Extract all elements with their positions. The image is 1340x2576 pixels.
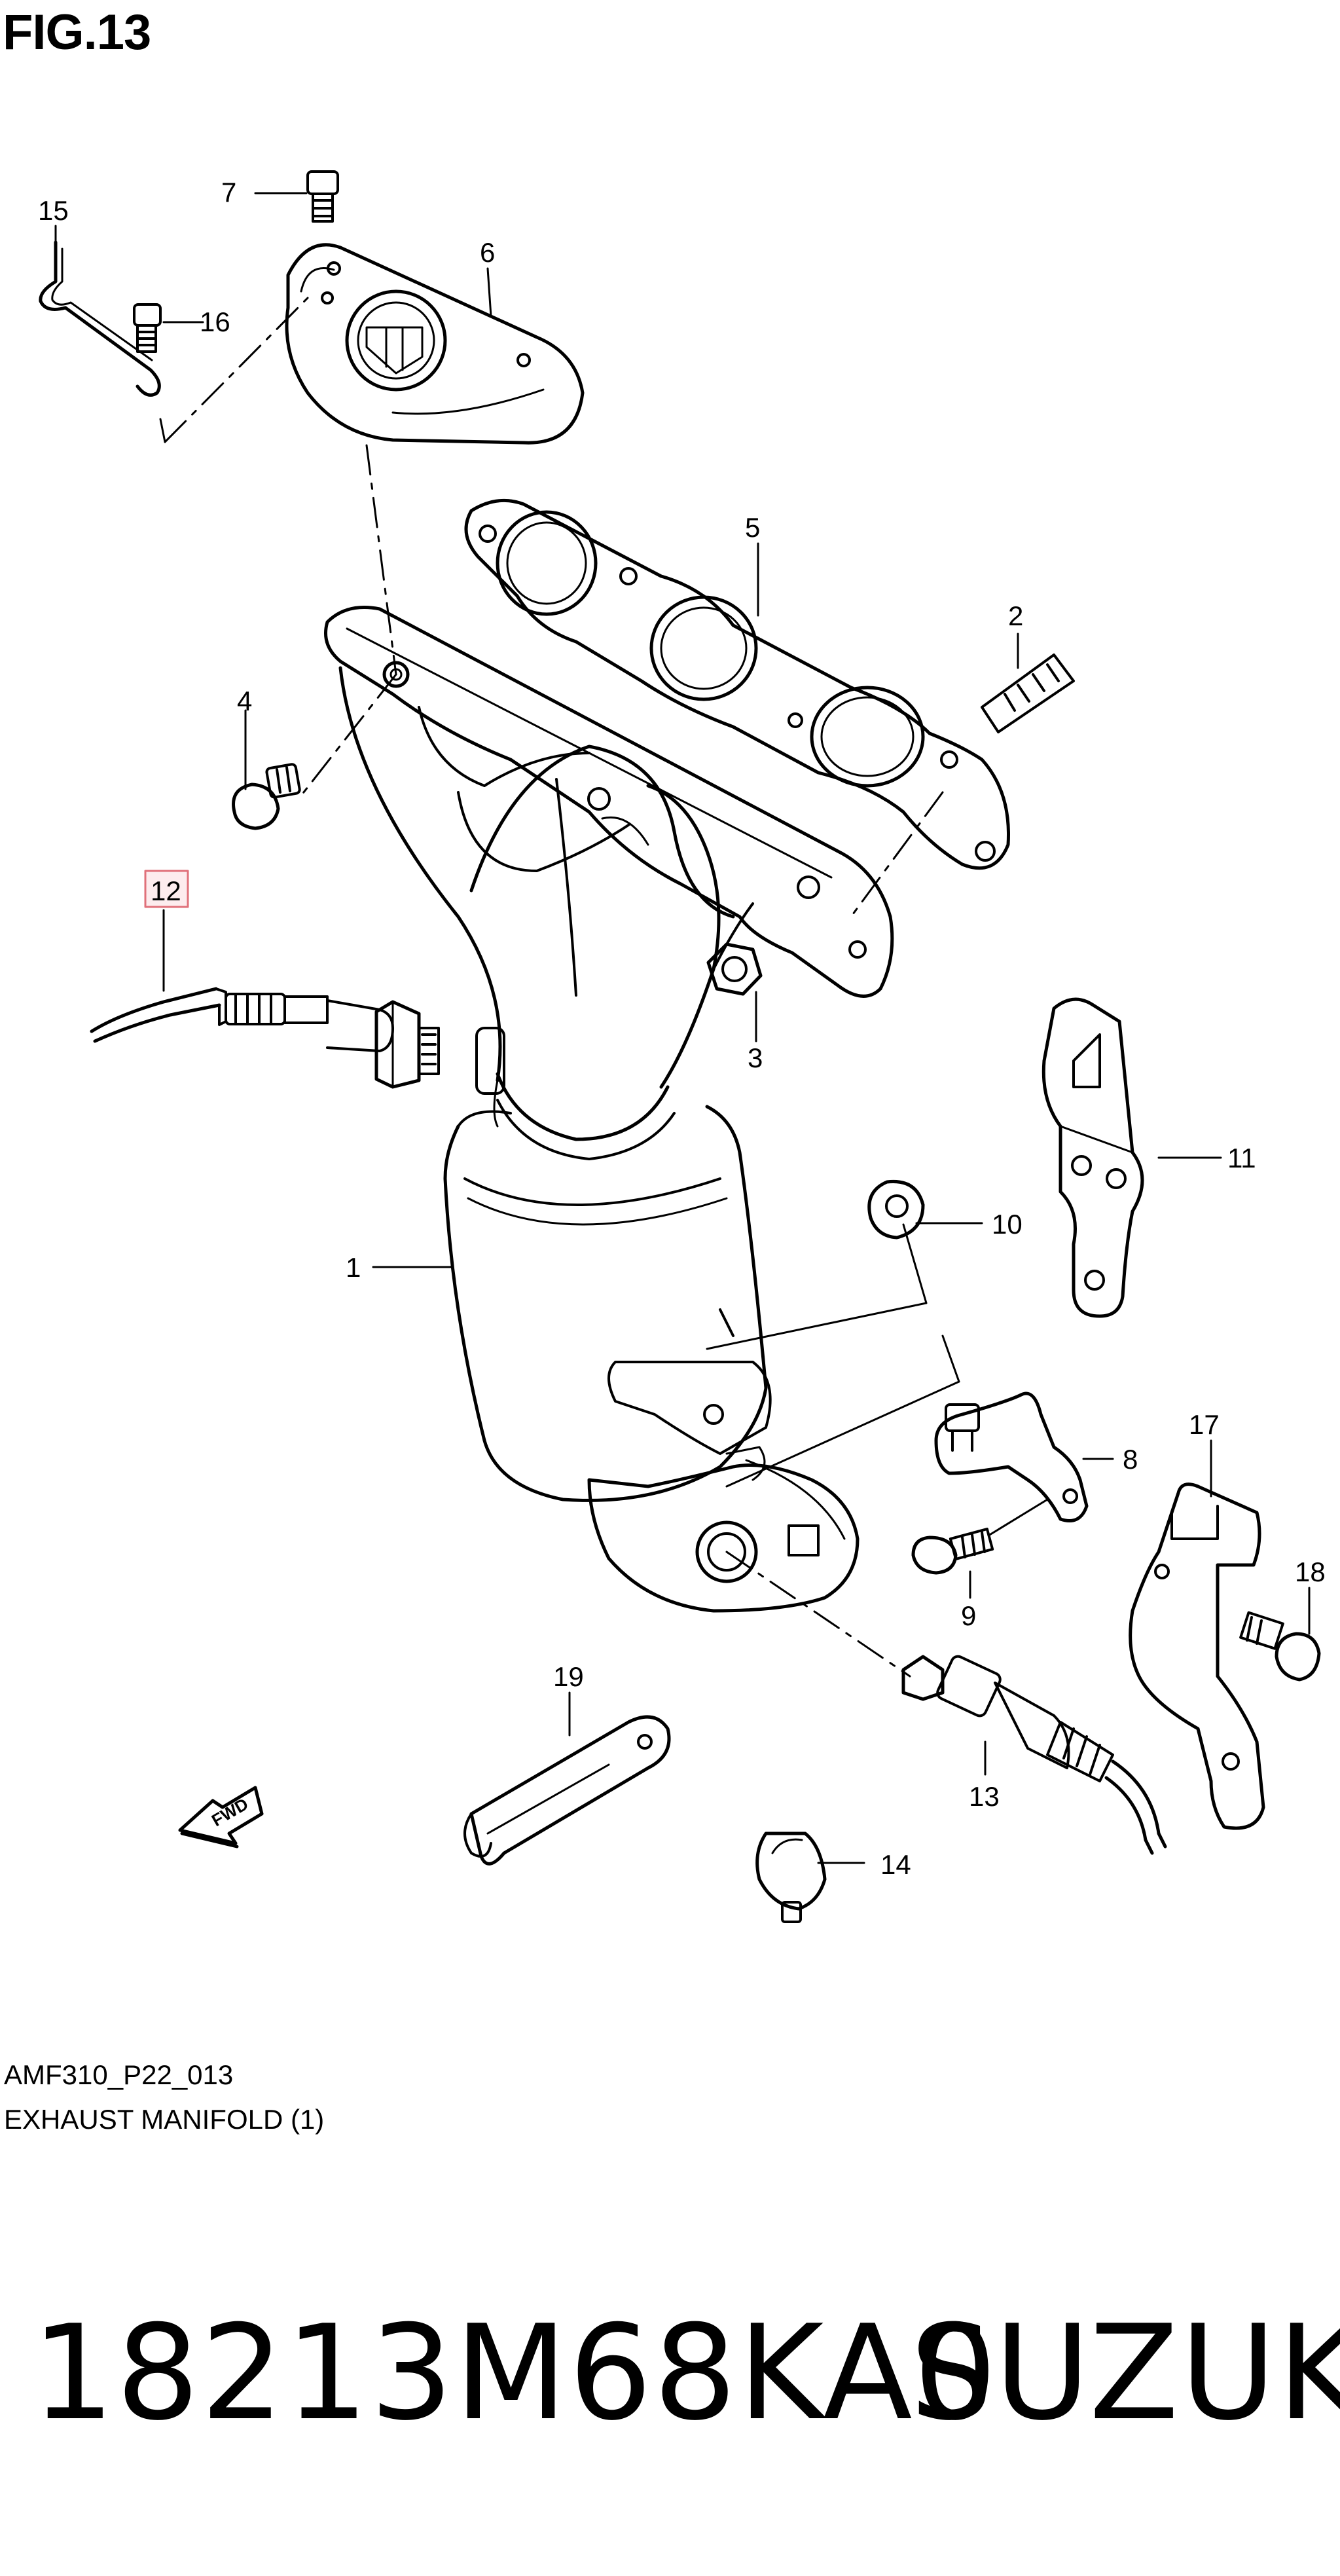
- part-3-nut: [706, 942, 763, 996]
- callout-4: 4: [237, 686, 252, 716]
- brand-name: SUZUKI: [910, 2297, 1340, 2450]
- callout-7: 7: [221, 177, 236, 208]
- callout-10: 10: [992, 1209, 1023, 1240]
- callout-3: 3: [748, 1042, 763, 1073]
- part-17-bracket: [1129, 1482, 1265, 1830]
- part-6-heat-shield: [285, 243, 585, 445]
- callout-8: 8: [1123, 1444, 1138, 1475]
- callout-labels: 7 15 16 6 5 2 4 3 12 11 10 1 8 9 17 18 1…: [38, 177, 1326, 1880]
- figure-name: EXHAUST MANIFOLD (1): [4, 2104, 325, 2135]
- callout-9: 9: [961, 1600, 976, 1631]
- callout-2: 2: [1008, 600, 1023, 631]
- part-11-bracket: [1041, 997, 1144, 1318]
- callout-6: 6: [480, 237, 495, 268]
- part-16-bolt: [133, 303, 162, 353]
- callout-13: 13: [969, 1781, 1000, 1812]
- callout-19: 19: [553, 1661, 584, 1692]
- part-8-bracket: [934, 1391, 1089, 1522]
- part-5-gasket: [464, 498, 1010, 870]
- part-9-bolt: [911, 1528, 994, 1575]
- callout-leaders: [54, 192, 1311, 1864]
- part-14-clamp: [755, 1831, 827, 1923]
- part-18-bolt: [1239, 1611, 1321, 1682]
- part-10-nut: [867, 1179, 925, 1240]
- part-12-oxygen-sensor: [90, 987, 440, 1089]
- part-19-bracket: [463, 1715, 671, 1866]
- highlighted-callout-box: [144, 870, 189, 908]
- part-7-bolt: [306, 170, 339, 223]
- forward-arrow-icon: FWD: [178, 1786, 264, 1849]
- callout-18: 18: [1295, 1556, 1326, 1587]
- part-15-bracket-wire: [39, 240, 161, 397]
- callout-12: 12: [151, 875, 181, 906]
- callout-5: 5: [745, 512, 760, 543]
- callout-16: 16: [200, 306, 230, 337]
- callout-1: 1: [346, 1252, 361, 1283]
- callout-15: 15: [38, 195, 69, 226]
- part-4-bolt: [232, 763, 301, 830]
- part-13-oxygen-sensor: [901, 1655, 1167, 1855]
- figure-title: FIG.13: [3, 5, 151, 60]
- part-2-stud: [981, 653, 1075, 733]
- part-number: 18213M68KA0: [31, 2297, 998, 2450]
- part-1-exhaust-manifold: [324, 606, 894, 1613]
- assembly-dashed-lines: [164, 297, 944, 1678]
- figure-reference-code: AMF310_P22_013: [4, 2059, 234, 2090]
- callout-14: 14: [880, 1849, 911, 1880]
- callout-11: 11: [1227, 1143, 1256, 1173]
- assembly-solid-lines: [159, 418, 1049, 1537]
- callout-17: 17: [1189, 1409, 1220, 1440]
